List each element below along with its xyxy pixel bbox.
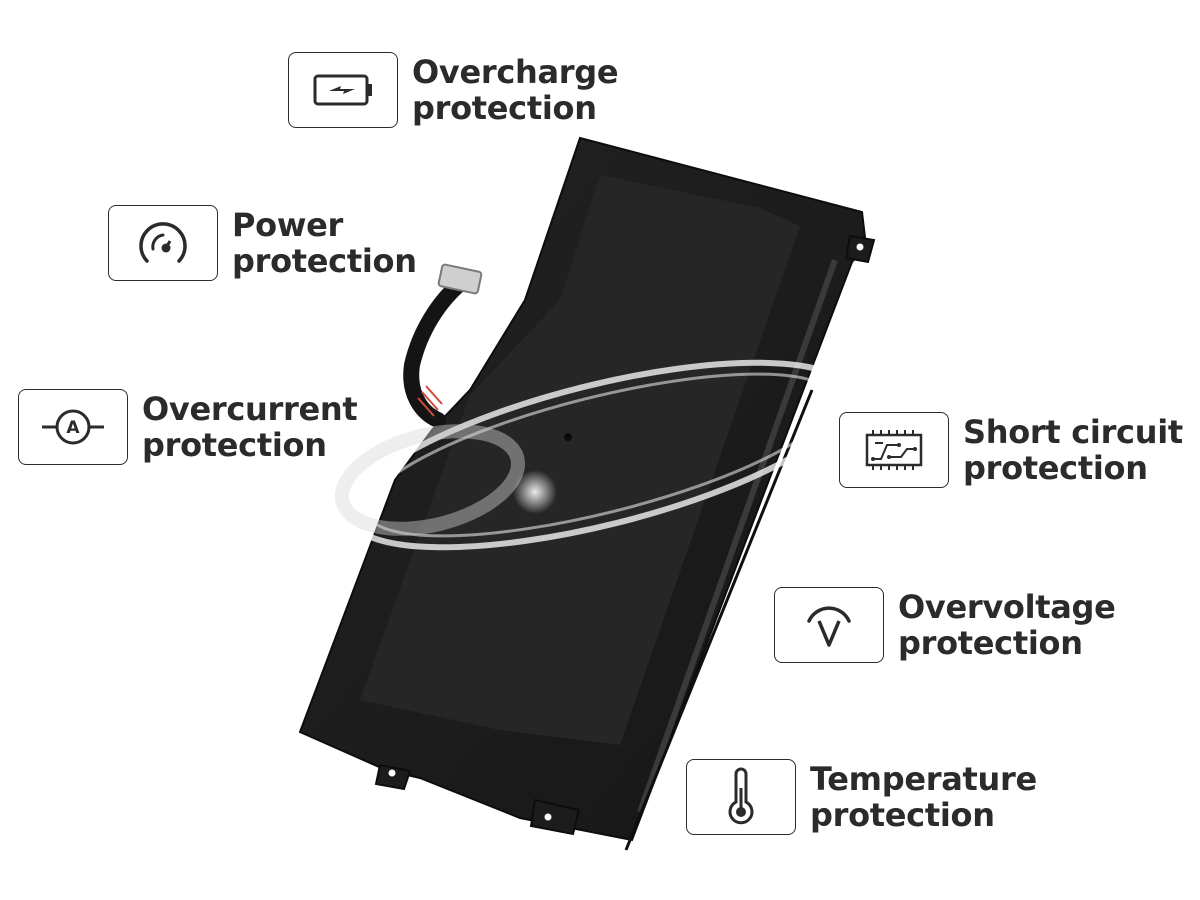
- power-gauge-icon: [139, 222, 187, 263]
- thermometer-icon: [728, 767, 754, 825]
- feature-overvoltage: Overvoltage protection: [774, 587, 1116, 663]
- ammeter-icon: A: [42, 409, 104, 445]
- feature-icon-box: [288, 52, 398, 128]
- feature-icon-box: [108, 205, 218, 281]
- feature-label: Short circuit protection: [963, 413, 1183, 487]
- feature-label: Overcharge protection: [412, 53, 619, 127]
- feature-label: Temperature protection: [810, 760, 1037, 834]
- svg-text:A: A: [66, 418, 80, 438]
- protection-swirl: [334, 359, 854, 551]
- feature-overcurrent: A Overcurrent protection: [18, 389, 358, 465]
- voltmeter-icon: [807, 606, 851, 647]
- feature-label: Power protection: [232, 206, 417, 280]
- feature-overcharge: Overcharge protection: [288, 52, 619, 128]
- battery-charge-icon: [313, 74, 372, 106]
- feature-label: Overcurrent protection: [142, 390, 358, 464]
- feature-icon-box: [686, 759, 796, 835]
- feature-icon-box: A: [18, 389, 128, 465]
- feature-icon-box: [774, 587, 884, 663]
- feature-short-circuit: Short circuit protection: [839, 412, 1183, 488]
- feature-temperature: Temperature protection: [686, 759, 1037, 835]
- battery-body: [298, 136, 876, 851]
- circuit-board-icon: [865, 430, 923, 470]
- feature-icon-box: [839, 412, 949, 488]
- battery-connector-cable: [403, 263, 483, 428]
- feature-label: Overvoltage protection: [898, 588, 1116, 662]
- feature-power: Power protection: [108, 205, 417, 281]
